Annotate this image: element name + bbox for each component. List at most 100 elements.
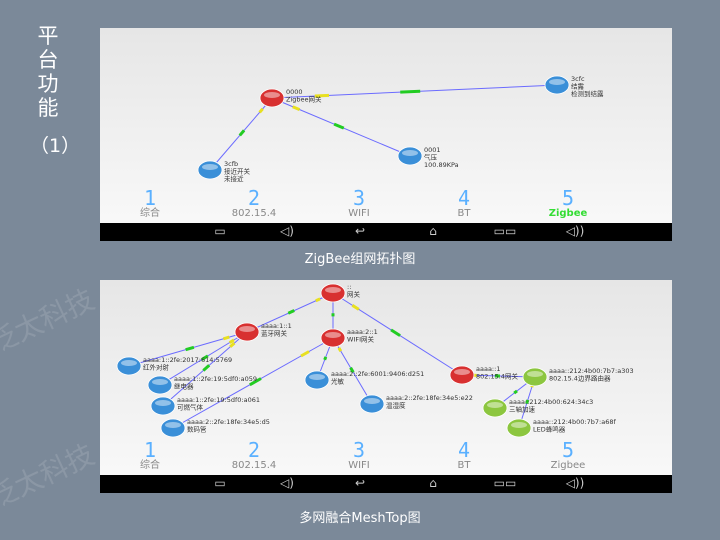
node-label: aaaa::212:4b00:7b7:a303 [549, 367, 634, 375]
edge-traffic-marker [400, 89, 421, 94]
edge-traffic-marker [249, 377, 262, 387]
node-label: 检测到结露 [571, 89, 604, 98]
title-char: 功 [37, 72, 59, 96]
node-label: 接近开关 [224, 167, 251, 176]
node-label: 温湿度 [386, 401, 406, 410]
router-icon [522, 367, 548, 387]
edge-traffic-marker [292, 105, 301, 111]
node-highlight [487, 402, 503, 408]
node-label: 结露 [571, 82, 585, 91]
node-highlight [152, 379, 168, 385]
node-label: aaaa:1::2fe:19:5df0:a061 [177, 396, 260, 404]
node-label: aaaa:1::2fe:19:5df0:a059 [174, 375, 257, 383]
title-char: 台 [37, 48, 59, 72]
home-icon[interactable]: ⌂ [429, 224, 437, 238]
tab-number: 1 [143, 186, 157, 210]
recent-apps-icon[interactable]: ▭▭ [493, 224, 517, 238]
node-icon [304, 370, 330, 390]
node-highlight [454, 369, 470, 375]
camera-icon[interactable]: ▭ [214, 224, 226, 238]
node-highlight [202, 164, 218, 170]
node-icon [397, 146, 423, 166]
node-label: aaaa:2::2fe:18fe:34e5:d5 [187, 418, 270, 426]
router-icon [482, 398, 508, 418]
node-highlight [165, 422, 181, 428]
node-label: 可燃气体 [177, 403, 204, 412]
node-label: 3cfb [224, 160, 238, 168]
gateway-icon [320, 328, 346, 348]
edge-traffic-marker [390, 328, 401, 337]
node-label: 802.15.4网关 [476, 372, 518, 381]
caption-meshtop: 多网融合MeshTop图 [299, 511, 421, 526]
side-title: 平 台 功 能 （1） [30, 24, 80, 158]
router-icon [506, 418, 532, 438]
android-nav-bar: ▭ ◁) ↩ ⌂ ▭▭ ◁)) [100, 223, 672, 241]
node-top[interactable]: ::网关 [320, 283, 361, 303]
volume-up-icon[interactable]: ◁)) [565, 224, 585, 238]
edge-traffic-marker [200, 354, 209, 361]
node-label: 光敏 [331, 377, 345, 386]
home-icon[interactable]: ⌂ [429, 476, 437, 490]
node-label: WIFI网关 [347, 335, 374, 344]
volume-down-icon[interactable]: ◁) [280, 476, 294, 490]
tab-number: 2 [247, 186, 261, 210]
node-label: 0001 [424, 146, 441, 154]
caption-zigbee: ZigBee组网拓扑图 [304, 252, 416, 267]
back-icon[interactable]: ↩ [354, 224, 366, 238]
node-icon [197, 160, 223, 180]
node-label: 802.15.4边界路由器 [549, 374, 611, 383]
node-label: 气压 [424, 153, 438, 162]
node-label: aaaa::212:4b00:7b7:a68f [533, 418, 616, 426]
node-highlight [325, 332, 341, 338]
edge-traffic-marker [337, 347, 343, 352]
recent-apps-icon[interactable]: ▭▭ [493, 476, 517, 490]
node-label: :: [347, 283, 351, 291]
back-icon[interactable]: ↩ [354, 476, 366, 490]
node-label: aaaa:1::2fe:2017:614:5769 [143, 356, 232, 364]
gateway-icon [259, 88, 285, 108]
node-label: aaaa:2::1 [347, 328, 378, 336]
volume-down-icon[interactable]: ◁) [280, 224, 294, 238]
node-icon [359, 394, 385, 414]
watermark: 泛太科技 [0, 282, 100, 360]
node-icon [147, 375, 173, 395]
camera-icon[interactable]: ▭ [214, 476, 226, 490]
node-label: 数码管 [187, 425, 207, 434]
edge-traffic-marker [238, 129, 246, 137]
tab-number: 2 [247, 438, 261, 462]
tab-number: 5 [561, 186, 575, 210]
node-label: aaaa:2::2fe:6001:9406:d251 [331, 370, 424, 378]
volume-up-icon[interactable]: ◁)) [565, 476, 585, 490]
node-label: aaaa::212:4b00:624:34c3 [509, 398, 593, 406]
edge-traffic-marker [229, 341, 236, 348]
tab-number: 3 [352, 186, 366, 210]
edge-traffic-marker [333, 122, 345, 130]
edge-traffic-marker [315, 297, 321, 303]
